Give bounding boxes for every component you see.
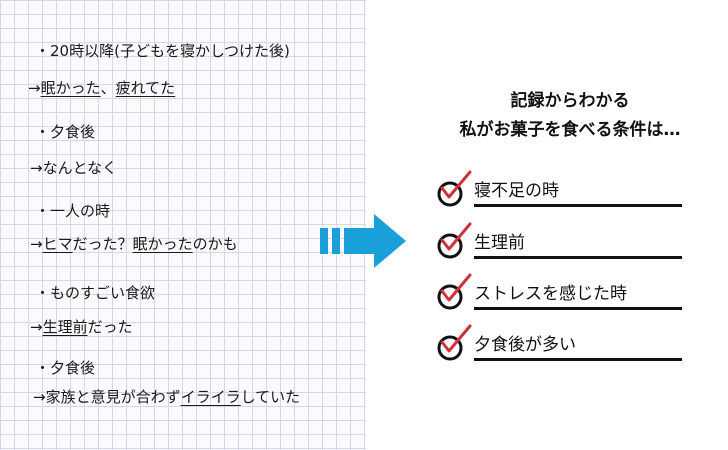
underlined-text: 生理前 xyxy=(42,318,88,336)
checklist-item: 夕食後が多い xyxy=(436,324,686,368)
underline-divider xyxy=(474,256,682,259)
note-line: →ヒマだった？眠かったのかも xyxy=(30,233,238,254)
note-text: ・一人の時 xyxy=(35,202,111,220)
note-text: だった？ xyxy=(72,235,133,253)
checklist-item: ストレスを感じた時 xyxy=(436,273,686,317)
checkmark-circle-icon xyxy=(437,170,472,207)
checkmark-circle-icon xyxy=(437,222,472,259)
note-text: → xyxy=(30,318,43,336)
checklist-item: 寝不足の時 xyxy=(436,170,686,214)
underlined-text: 疲れてた xyxy=(115,79,176,97)
grid-paper-notes: ・20時以降(子どもを寝かしつけた後)→眠かった、疲れてた・夕食後→なんとなく・… xyxy=(0,0,366,450)
underlined-text: 眠かった xyxy=(132,235,193,253)
underline-divider xyxy=(474,204,682,207)
note-text: 、 xyxy=(100,79,116,97)
conclusion-title-line2: 私がお菓子を食べる条件は… xyxy=(459,120,681,140)
note-line: →なんとなく xyxy=(30,157,117,178)
checklist-item-text: 夕食後が多い xyxy=(474,335,576,355)
note-text: ・夕食後 xyxy=(35,123,96,141)
note-line: ・ものすごい食欲 xyxy=(35,282,155,303)
underlined-text: ヒマ xyxy=(42,235,73,253)
note-line: ・夕食後 xyxy=(35,357,95,378)
checklist-item-text: ストレスを感じた時 xyxy=(474,284,627,304)
note-line: →生理前だった xyxy=(30,316,133,337)
note-line: ・夕食後 xyxy=(35,121,95,142)
note-text: ・ものすごい食欲 xyxy=(35,284,156,302)
note-line: →眠かった、疲れてた xyxy=(28,77,175,98)
note-text: のかも xyxy=(192,235,238,253)
note-text: ・夕食後 xyxy=(35,359,96,377)
note-text: ・20時以降(子どもを寝かしつけた後) xyxy=(35,42,290,60)
note-text: → xyxy=(30,235,43,253)
note-line: ・一人の時 xyxy=(35,200,110,221)
conclusion-title-line1: 記録からわかる xyxy=(510,91,630,111)
underline-divider xyxy=(474,307,682,310)
note-text: だった xyxy=(87,318,133,336)
underline-divider xyxy=(474,358,682,361)
checklist-item-text: 生理前 xyxy=(474,233,525,253)
note-text: していた xyxy=(240,388,301,406)
underlined-text: 眠かった xyxy=(40,79,101,97)
underlined-text: イライラ xyxy=(180,388,241,406)
checkmark-circle-icon xyxy=(437,324,472,361)
note-text: →家族と意見が合わず xyxy=(33,388,181,406)
note-line: ・20時以降(子どもを寝かしつけた後) xyxy=(35,40,290,61)
note-text: → xyxy=(28,79,41,97)
note-text: →なんとなく xyxy=(30,159,118,177)
checklist-item: 生理前 xyxy=(436,222,686,266)
note-line: →家族と意見が合わずイライラしていた xyxy=(33,386,300,407)
right-arrow-icon xyxy=(320,214,406,268)
checkmark-circle-icon xyxy=(437,273,472,310)
checklist-item-text: 寝不足の時 xyxy=(474,181,559,201)
